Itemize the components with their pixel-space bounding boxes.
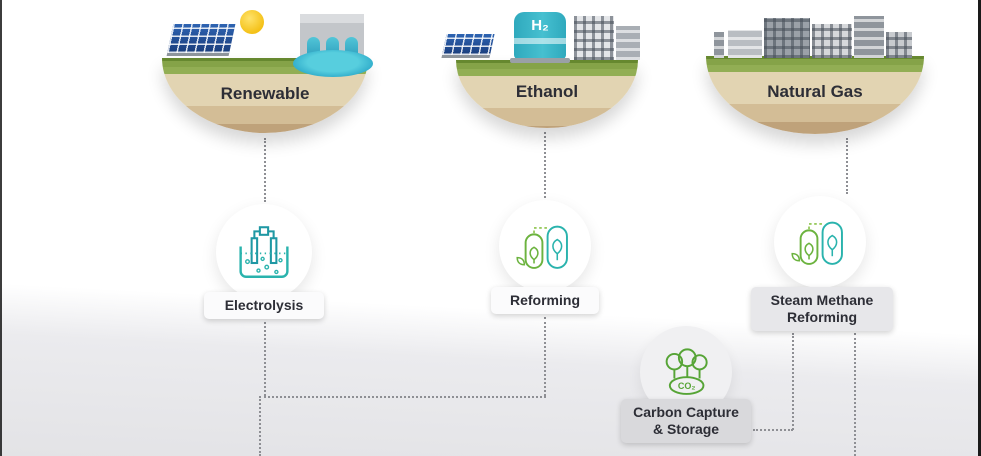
earth-layer <box>456 76 638 108</box>
connector-reforming-down <box>544 317 546 396</box>
process-label-electrolysis: Electrolysis <box>204 292 324 319</box>
co2-label: CO₂ <box>678 381 696 391</box>
building-icon <box>854 16 884 58</box>
source-dome-ethanol: Ethanol <box>456 60 638 128</box>
grass-layer <box>706 56 924 72</box>
source-label-natural-gas: Natural Gas <box>767 82 863 101</box>
earth-layer <box>706 104 924 122</box>
connector-naturalgas-smr <box>846 138 848 194</box>
carbon-capture-icon: CO₂ <box>665 348 708 395</box>
solar-panel-icon <box>166 24 236 56</box>
h2-tank-label: H₂ <box>531 17 549 34</box>
h2-tank-icon: H₂ <box>510 12 570 63</box>
right-edge-bar <box>978 0 981 456</box>
connector-horizontal-left <box>259 396 546 398</box>
earth-layer <box>456 126 638 128</box>
process-circle-reforming <box>499 200 591 292</box>
earth-layer <box>162 106 368 124</box>
solar-panel-icon <box>441 34 495 58</box>
source-dome-natural-gas: Natural Gas <box>706 56 924 134</box>
earth-layer <box>162 124 368 133</box>
sun-icon <box>240 10 264 34</box>
carbon-capture-label: Carbon Capture & Storage <box>621 399 751 443</box>
tank-stripe <box>514 38 566 44</box>
connector-renewable-electrolysis <box>264 138 266 202</box>
chimney-icon <box>714 32 724 58</box>
earth-layer <box>456 108 638 126</box>
process-label-steam-methane-reforming: Steam Methane Reforming <box>751 287 893 331</box>
connector-left-to-bottom <box>259 396 261 456</box>
tank-base <box>510 58 570 63</box>
process-circle-electrolysis <box>216 204 312 300</box>
building-icon <box>812 24 852 58</box>
building-icon <box>764 18 810 58</box>
connector-carbon-to-smr <box>753 429 793 431</box>
connector-smr-left-down <box>792 333 794 430</box>
building-icon <box>728 30 762 58</box>
source-label-ethanol: Ethanol <box>515 82 579 101</box>
source-label-renewable: Renewable <box>220 84 310 103</box>
earth-layer <box>706 122 924 134</box>
left-edge-bar <box>0 0 2 456</box>
earth-layer <box>706 72 924 104</box>
process-label-reforming: Reforming <box>491 287 599 314</box>
electrolysis-icon <box>239 226 289 278</box>
earth-layer <box>162 74 368 106</box>
process-circle-steam-methane-reforming <box>774 196 866 288</box>
water-pond-icon <box>293 50 373 77</box>
building-icon <box>574 16 614 60</box>
reforming-icon <box>516 225 568 269</box>
steam-methane-reforming-icon <box>791 221 843 265</box>
building-icon <box>886 32 912 58</box>
connector-ethanol-reforming <box>544 132 546 198</box>
building-icon <box>616 26 640 60</box>
dam-top-bar <box>300 14 364 23</box>
grass-layer <box>456 60 638 76</box>
connector-electrolysis-down <box>264 322 266 396</box>
connector-smr-right-down <box>854 333 856 456</box>
